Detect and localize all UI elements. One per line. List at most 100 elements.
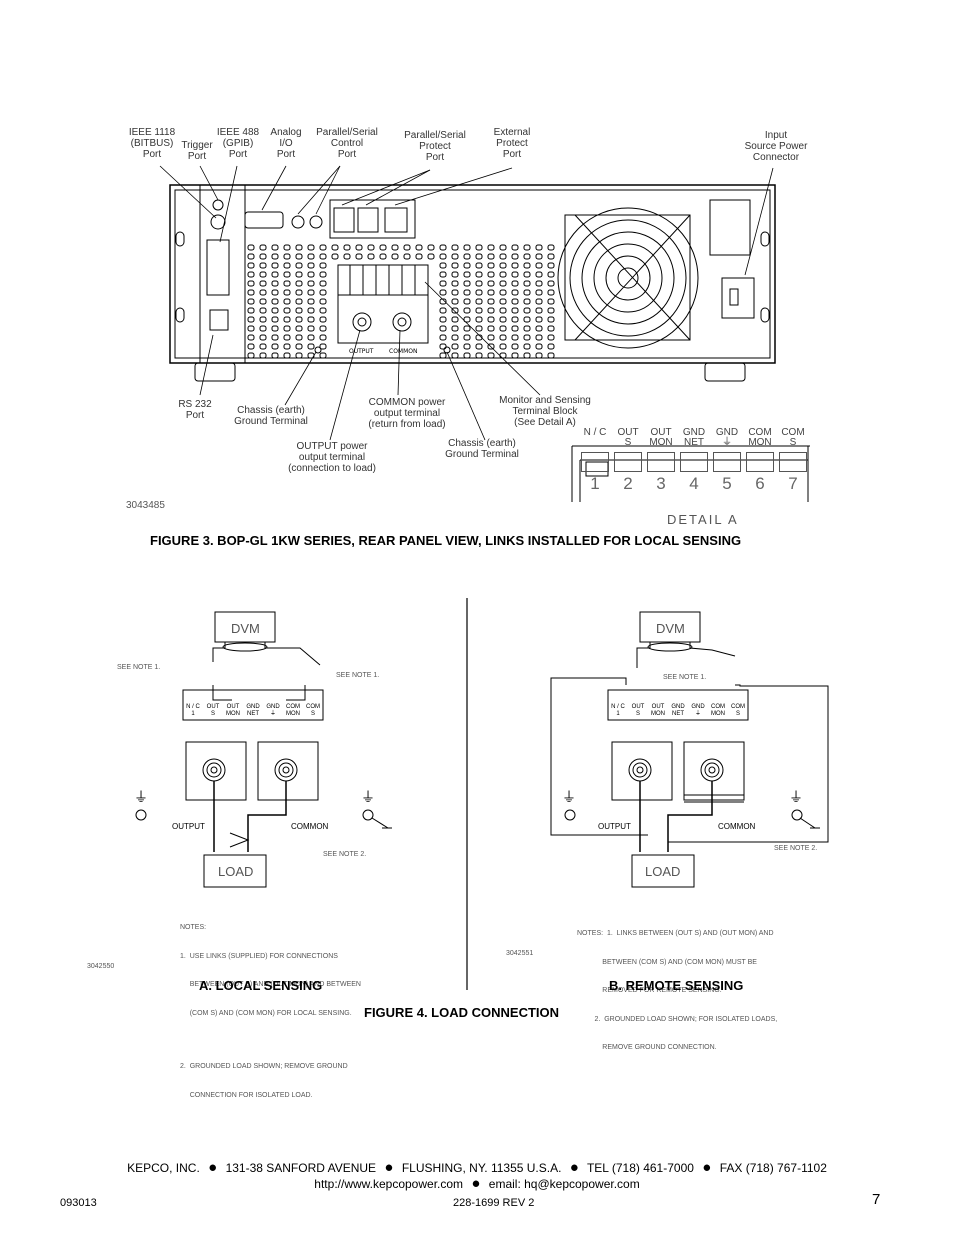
trigger-label: Trigger Port bbox=[176, 140, 218, 162]
vent-slot bbox=[319, 298, 327, 305]
svg-text:⏚: ⏚ bbox=[562, 790, 576, 806]
vent-slot bbox=[319, 343, 327, 350]
vent-slot bbox=[535, 280, 543, 287]
chassis1-label: Chassis (earth) Ground Terminal bbox=[232, 405, 310, 427]
vent-slot bbox=[547, 334, 555, 341]
vent-slot bbox=[307, 316, 315, 323]
vent-slot bbox=[511, 262, 519, 269]
vent-slot bbox=[451, 325, 459, 332]
rs232-line1: RS 232 bbox=[178, 399, 212, 410]
rs232-port bbox=[209, 309, 229, 331]
vent-slot bbox=[271, 352, 279, 359]
figure3-drawing-number: 3043485 bbox=[126, 500, 165, 511]
vent-slot bbox=[475, 316, 483, 323]
vent-slot bbox=[451, 352, 459, 359]
vent-slot bbox=[319, 289, 327, 296]
vent-slot bbox=[439, 352, 447, 359]
tb-terminal-label: OUT MON bbox=[226, 704, 240, 717]
vent-slot bbox=[319, 316, 327, 323]
ps-control-line1: Parallel/Serial bbox=[316, 127, 378, 138]
detail-terminal-number: 7 bbox=[788, 474, 798, 493]
vent-slot bbox=[547, 325, 555, 332]
vent-slot bbox=[283, 352, 291, 359]
vent-slot bbox=[511, 280, 519, 287]
figure4-drawing: ⏚ ⏚ ⏚ ⏚ bbox=[134, 598, 829, 990]
vent-slot bbox=[295, 352, 303, 359]
vent-slot bbox=[523, 316, 531, 323]
vent-slot bbox=[475, 262, 483, 269]
remote-see-note2: SEE NOTE 2. bbox=[774, 845, 818, 852]
vent-slot bbox=[259, 244, 267, 251]
footer-web-link[interactable]: http://www.kepcopower.com bbox=[314, 1177, 464, 1191]
vent-slot bbox=[415, 253, 423, 260]
vent-slot bbox=[451, 244, 459, 251]
ext-protect-line1: External bbox=[493, 127, 531, 138]
vent-slot bbox=[259, 298, 267, 305]
vent-slot bbox=[499, 280, 507, 287]
vent-slot bbox=[535, 253, 543, 260]
tb-terminal-label: OUT S bbox=[206, 704, 220, 717]
vent-slot bbox=[511, 289, 519, 296]
vent-slot bbox=[523, 343, 531, 350]
ieee488-line1: IEEE 488 bbox=[216, 127, 260, 138]
vent-slot bbox=[439, 325, 447, 332]
figure3-caption: FIGURE 3. BOP-GL 1KW SERIES, REAR PANEL … bbox=[150, 533, 742, 548]
vent-slot bbox=[535, 298, 543, 305]
detail-terminal-screw bbox=[713, 452, 741, 472]
remote-see-note1: SEE NOTE 1. bbox=[663, 674, 707, 681]
vent-slot bbox=[259, 334, 267, 341]
vent-slot bbox=[547, 343, 555, 350]
rs232-label: RS 232 Port bbox=[172, 399, 218, 421]
vent-slot bbox=[511, 253, 519, 260]
vent-slots bbox=[247, 244, 555, 359]
remote-note-line: REMOVE GROUND CONNECTION. bbox=[577, 1044, 717, 1051]
vent-slot bbox=[247, 271, 255, 278]
vent-slot bbox=[247, 334, 255, 341]
local-note-line: NOTES: bbox=[180, 924, 207, 931]
vent-slot bbox=[319, 253, 327, 260]
vent-slot bbox=[439, 244, 447, 251]
vent-slot bbox=[295, 298, 303, 305]
analog-port bbox=[244, 211, 284, 229]
ieee1118-line3: Port bbox=[142, 149, 162, 160]
vent-slot bbox=[295, 280, 303, 287]
vent-slot bbox=[247, 244, 255, 251]
vent-slot bbox=[547, 262, 555, 269]
vent-slot bbox=[487, 262, 495, 269]
ieee488-line2: (GPIB) bbox=[222, 138, 254, 149]
detail-terminal-name: N / C bbox=[583, 427, 607, 438]
footer-email-link[interactable]: email: hq@kepcopower.com bbox=[488, 1177, 640, 1191]
leader-lines bbox=[159, 165, 774, 441]
vent-slot bbox=[511, 307, 519, 314]
detail-terminal-screw bbox=[581, 452, 609, 472]
detail-terminal-screw bbox=[746, 452, 774, 472]
vent-slot bbox=[439, 253, 447, 260]
vent-slot bbox=[319, 280, 327, 287]
trigger-line1: Trigger bbox=[181, 140, 213, 151]
tb-terminal-label: OUT S bbox=[631, 704, 645, 717]
vent-slot bbox=[463, 325, 471, 332]
vent-slot bbox=[307, 262, 315, 269]
detail-a bbox=[571, 445, 810, 502]
vent-slot bbox=[463, 271, 471, 278]
vent-slot bbox=[511, 316, 519, 323]
vent-slot bbox=[523, 253, 531, 260]
footer-address: 131-38 SANFORD AVENUE bbox=[225, 1161, 377, 1175]
monitor-line2: Terminal Block bbox=[512, 406, 578, 417]
vent-slot bbox=[475, 280, 483, 287]
detail-terminal-name: GND⏚ bbox=[715, 427, 739, 448]
remote-terminal-block bbox=[607, 689, 749, 721]
vent-slot bbox=[523, 289, 531, 296]
vent-slot bbox=[535, 262, 543, 269]
analog-line2: I/O bbox=[279, 138, 293, 149]
input-power-line1: Input bbox=[764, 130, 788, 141]
footer-city: FLUSHING, NY. 11355 U.S.A. bbox=[401, 1161, 562, 1175]
